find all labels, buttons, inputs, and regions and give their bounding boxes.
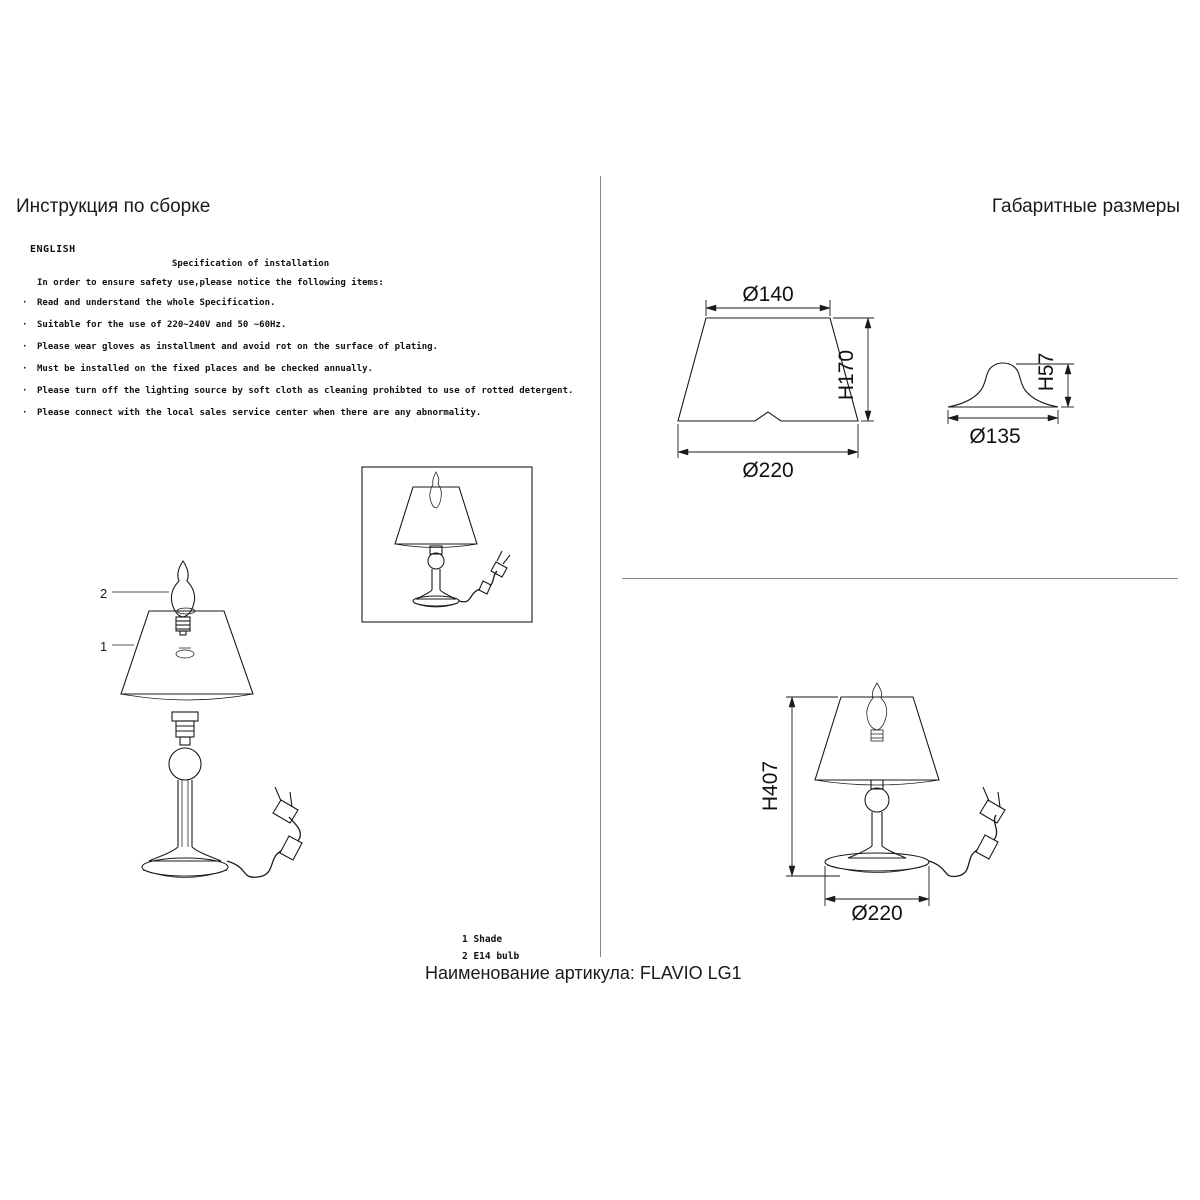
mini-ball bbox=[427, 552, 445, 570]
spec-title: Specification of installation bbox=[172, 259, 330, 269]
dim-label-lamp-base: Ø220 bbox=[851, 902, 902, 925]
shade-dimension-drawing bbox=[677, 300, 874, 458]
socket-thread bbox=[175, 720, 195, 738]
mini-plug bbox=[490, 561, 508, 578]
spec-item-text: Please turn off the lighting source by s… bbox=[37, 386, 574, 396]
lamp-base-plate bbox=[824, 852, 930, 872]
shade-profile bbox=[677, 317, 859, 422]
lamp-switch bbox=[975, 834, 999, 860]
mini-bulb bbox=[429, 471, 442, 509]
lamp-dimension-drawing bbox=[786, 682, 1006, 906]
shade-outline bbox=[120, 610, 254, 695]
spec-item-text: Please connect with the local sales serv… bbox=[37, 408, 482, 418]
legend-shade: 1 Shade bbox=[462, 934, 503, 945]
part-label-shade: 1 bbox=[100, 639, 107, 654]
spec-item: · Please turn off the lighting source by… bbox=[22, 385, 600, 397]
bullet-marker: · bbox=[22, 408, 28, 418]
thumbnail-frame bbox=[361, 466, 533, 623]
mini-switch bbox=[478, 580, 492, 595]
spec-item-text: Must be installed on the fixed places an… bbox=[37, 364, 373, 374]
cap-profile bbox=[947, 362, 1059, 408]
lamp-base-flare bbox=[847, 845, 907, 859]
mini-shade bbox=[394, 486, 478, 545]
spec-item-text: Please wear gloves as installment and av… bbox=[37, 342, 438, 352]
lamp-bulb bbox=[866, 682, 888, 731]
bullet-marker: · bbox=[22, 386, 28, 396]
mini-cord bbox=[458, 588, 481, 603]
article-name: Наименование артикула: FLAVIO LG1 bbox=[425, 963, 742, 983]
assembly-instructions-header: Инструкция по сборке bbox=[16, 196, 211, 217]
inline-switch bbox=[279, 835, 303, 861]
bullet-marker: · bbox=[22, 342, 28, 352]
cap-dimension-drawing bbox=[947, 362, 1074, 424]
parts-legend: 1 Shade 2 E14 bulb bbox=[462, 931, 519, 965]
dim-label-shade-height: H170 bbox=[835, 350, 858, 400]
socket-cup bbox=[171, 711, 199, 722]
shade-bottom-rim bbox=[120, 693, 254, 701]
spec-item: · Read and understand the whole Specific… bbox=[22, 297, 600, 309]
spec-item-text: Read and understand the whole Specificat… bbox=[37, 298, 276, 308]
plug-prong bbox=[274, 786, 282, 802]
spec-item-text: Suitable for the use of 220~240V and 50 … bbox=[37, 320, 287, 330]
spec-item: · Suitable for the use of 220~240V and 5… bbox=[22, 319, 600, 331]
exploded-assembly-drawing bbox=[112, 560, 303, 878]
bullet-marker: · bbox=[22, 298, 28, 308]
part-label-bulb: 2 bbox=[100, 586, 107, 601]
spec-item: · Must be installed on the fixed places … bbox=[22, 363, 600, 375]
dim-label-shade-top: Ø140 bbox=[742, 283, 793, 306]
base-flare bbox=[148, 846, 222, 862]
dim-label-shade-bottom: Ø220 bbox=[742, 459, 793, 482]
legend-bulb: 2 E14 bulb bbox=[462, 951, 520, 962]
spec-item: · Please wear gloves as installment and … bbox=[22, 341, 600, 353]
lamp-cord bbox=[928, 849, 978, 878]
lamp-plug bbox=[979, 799, 1006, 824]
base-plate bbox=[141, 857, 229, 877]
spec-item: · Please connect with the local sales se… bbox=[22, 407, 600, 419]
installation-instructions: ENGLISH Specification of installation In… bbox=[22, 244, 600, 429]
plug-prong bbox=[289, 791, 293, 808]
language-label: ENGLISH bbox=[30, 244, 76, 255]
dim-label-cap-diameter: Ø135 bbox=[969, 425, 1020, 448]
lamp-shade bbox=[814, 696, 940, 781]
assembled-lamp-thumbnail bbox=[361, 466, 533, 623]
bullet-marker: · bbox=[22, 364, 28, 374]
decorative-ball bbox=[168, 747, 202, 781]
bullet-marker: · bbox=[22, 320, 28, 330]
shade-top-ring bbox=[176, 607, 196, 615]
plug-body bbox=[272, 799, 299, 824]
dim-label-cap-height: H57 bbox=[1035, 353, 1058, 392]
lamp-ball bbox=[864, 787, 890, 813]
spec-intro: In order to ensure safety use,please not… bbox=[37, 278, 384, 288]
shade-inner-fitting bbox=[175, 649, 195, 659]
overall-dimensions-header: Габаритные размеры bbox=[991, 196, 1180, 217]
power-cord bbox=[226, 850, 282, 878]
dim-label-lamp-height: H407 bbox=[759, 761, 782, 811]
